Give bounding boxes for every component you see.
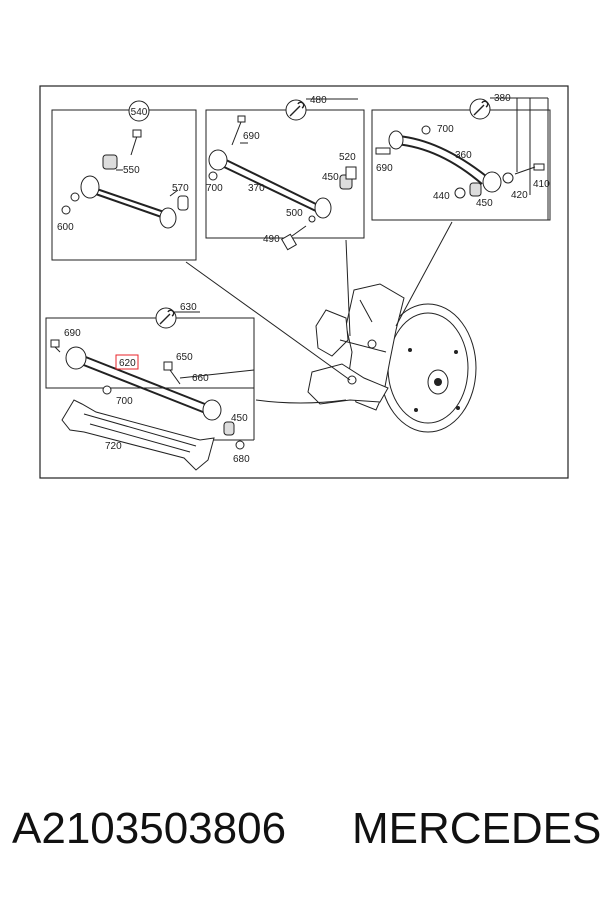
brand-name: MERCEDES: [352, 804, 600, 853]
label-620: 620: [119, 358, 136, 369]
label-490: 490: [263, 234, 280, 245]
diagram-frame: [39, 85, 569, 479]
part-number: A2103503806: [12, 804, 287, 853]
group-540-badge-label: 540: [131, 107, 148, 118]
label-700-a: 700: [206, 183, 223, 194]
label-650: 650: [176, 352, 193, 363]
knuckle-assembly: [307, 283, 477, 433]
label-450-c: 450: [231, 413, 248, 424]
label-550: 550: [123, 165, 140, 176]
label-360: 360: [455, 150, 472, 161]
group-380-badge-label: 380: [494, 93, 511, 104]
label-450-a: 450: [322, 172, 339, 183]
wrench-icon: [285, 99, 307, 121]
label-690-b: 690: [376, 163, 393, 174]
label-410: 410: [533, 179, 550, 190]
label-720: 720: [105, 441, 122, 452]
label-680: 680: [233, 454, 250, 465]
group-380: 380 700 690 360 410 440 450 420: [371, 93, 551, 221]
label-500: 500: [286, 208, 303, 219]
label-660: 660: [192, 373, 209, 384]
label-600: 600: [57, 222, 74, 233]
group-480: 480 690 700 370 520 450 500 490: [205, 95, 365, 251]
label-630: 630: [180, 302, 197, 313]
label-700-b: 700: [437, 124, 454, 135]
label-690-a: 690: [243, 131, 260, 142]
label-420: 420: [511, 190, 528, 201]
highlight-620: [115, 354, 139, 370]
wrench-icon: [469, 98, 491, 120]
label-370: 370: [248, 183, 265, 194]
label-440: 440: [433, 191, 450, 202]
group-380-box: [371, 109, 551, 221]
label-700-c: 700: [116, 396, 133, 407]
group-480-badge-label: 480: [310, 95, 327, 106]
label-450-b: 450: [476, 198, 493, 209]
wrench-icon: [155, 307, 177, 329]
group-540: 540 550 570 600: [51, 100, 197, 261]
footer: A2103503806 MERCEDES: [0, 800, 600, 870]
group-540-box: [51, 109, 197, 261]
group-630: 630 620 690 650 660 700 450 680 720: [45, 302, 255, 471]
label-520: 520: [339, 152, 356, 163]
label-690-c: 690: [64, 328, 81, 339]
label-570: 570: [172, 183, 189, 194]
group-540-badge: [128, 100, 150, 122]
group-630-box: [45, 317, 255, 389]
